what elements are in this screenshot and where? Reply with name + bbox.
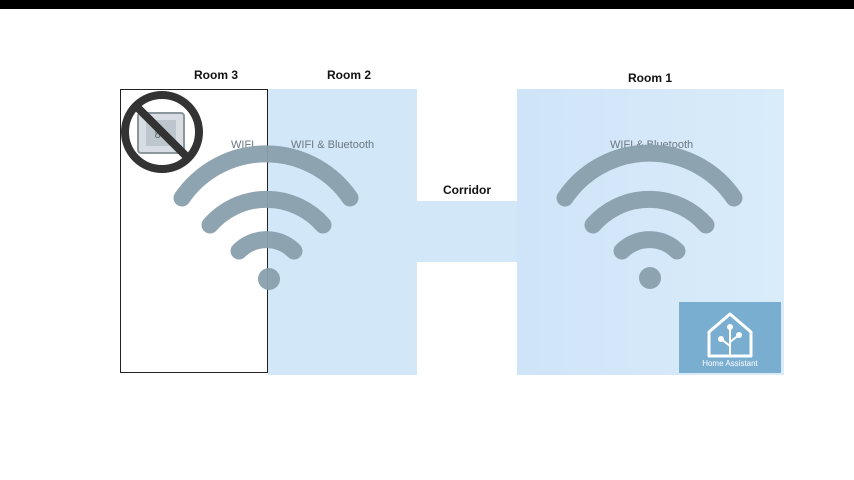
prohibited-thermometer-icon: 88 <box>121 91 203 173</box>
wifi-icon <box>556 144 743 289</box>
corridor-area <box>417 201 517 262</box>
room3-area <box>120 89 268 373</box>
room2-area <box>268 89 417 375</box>
room1-label: Room 1 <box>628 71 673 85</box>
room2-label: Room 2 <box>327 68 372 82</box>
top-black-bar <box>0 0 854 9</box>
room3-label: Room 3 <box>194 68 239 82</box>
home-assistant-hub: Home Assistant <box>679 302 781 373</box>
home-assistant-label: Home Assistant <box>702 359 758 368</box>
corridor-label: Corridor <box>443 183 491 197</box>
room2-network-label: WIFI & Bluetooth <box>291 139 375 151</box>
wifi-icon <box>173 145 359 290</box>
home-assistant-logo-icon <box>707 312 753 358</box>
